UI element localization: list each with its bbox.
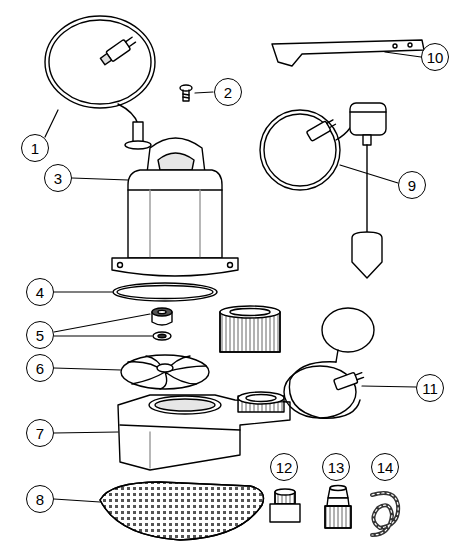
callout-circle: 12	[270, 453, 298, 481]
impeller	[121, 355, 209, 389]
callout-number: 2	[224, 85, 232, 100]
callout-circle: 1	[21, 134, 49, 162]
callout-circle: 11	[416, 374, 444, 402]
callout-number: 6	[36, 361, 44, 376]
callout-circle: 14	[371, 453, 399, 481]
hose-adapter	[325, 486, 351, 529]
callout-number: 3	[54, 171, 62, 186]
callout-number: 4	[36, 285, 44, 300]
callout-circle: 9	[398, 171, 426, 199]
callout-number: 14	[377, 460, 394, 475]
callout-circle: 5	[26, 321, 54, 349]
callout-number: 5	[36, 328, 44, 343]
motor-housing	[112, 138, 238, 276]
tethered-float-switch	[284, 308, 374, 418]
volute-base	[118, 392, 290, 470]
rope	[372, 493, 398, 535]
callout-circle: 3	[44, 164, 72, 192]
callout-number: 9	[408, 178, 416, 193]
callout-number: 11	[422, 381, 438, 396]
callout-number: 7	[36, 426, 44, 441]
mounting-bracket	[272, 40, 424, 66]
leader-lines	[45, 52, 421, 502]
power-cord	[45, 16, 155, 149]
reducer-fitting	[270, 489, 300, 522]
callout-number: 10	[427, 50, 444, 65]
shaft-seal	[152, 308, 172, 340]
callout-number: 12	[276, 460, 293, 475]
screw	[180, 85, 192, 101]
callout-circle: 6	[26, 354, 54, 382]
callout-number: 13	[328, 460, 345, 475]
callout-circle: 8	[26, 485, 54, 513]
o-ring	[113, 283, 217, 301]
callout-circle: 7	[26, 419, 54, 447]
callout-circle: 2	[214, 78, 242, 106]
vertical-float-switch	[260, 103, 386, 278]
callout-circle: 4	[26, 278, 54, 306]
intake-screen	[100, 482, 264, 540]
callout-number: 1	[31, 141, 39, 156]
callout-circle: 13	[322, 453, 350, 481]
callout-circle: 10	[421, 43, 449, 71]
callout-number: 8	[36, 492, 44, 507]
discharge-bushing	[220, 306, 280, 352]
